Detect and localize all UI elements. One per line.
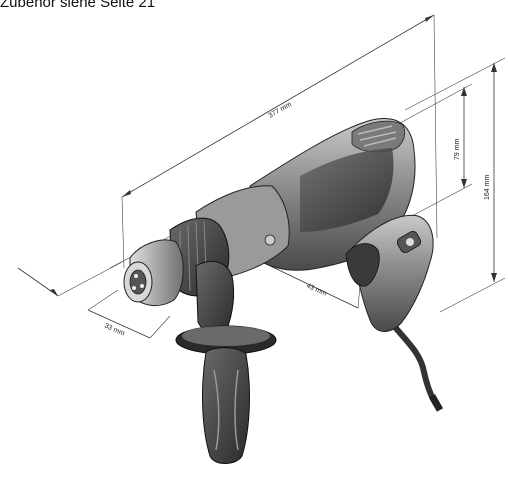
label-length: 377 mm — [268, 101, 294, 120]
header-text: Zubehör siehe Seite 21 — [0, 0, 156, 11]
label-chuck: 33 mm — [103, 322, 126, 337]
side-handle-grip — [202, 347, 250, 464]
dimension-chuck — [87, 289, 171, 339]
dimension-height-total — [404, 57, 506, 313]
label-collar: 43 mm — [305, 282, 328, 297]
power-cord — [385, 316, 439, 406]
dimension-length — [121, 14, 438, 269]
label-height-front: 79 mm — [454, 138, 461, 160]
side-handle-clamp — [195, 260, 235, 336]
drill-illustration — [123, 118, 444, 464]
trigger — [345, 243, 380, 287]
label-height-total: 164 mm — [484, 175, 491, 200]
